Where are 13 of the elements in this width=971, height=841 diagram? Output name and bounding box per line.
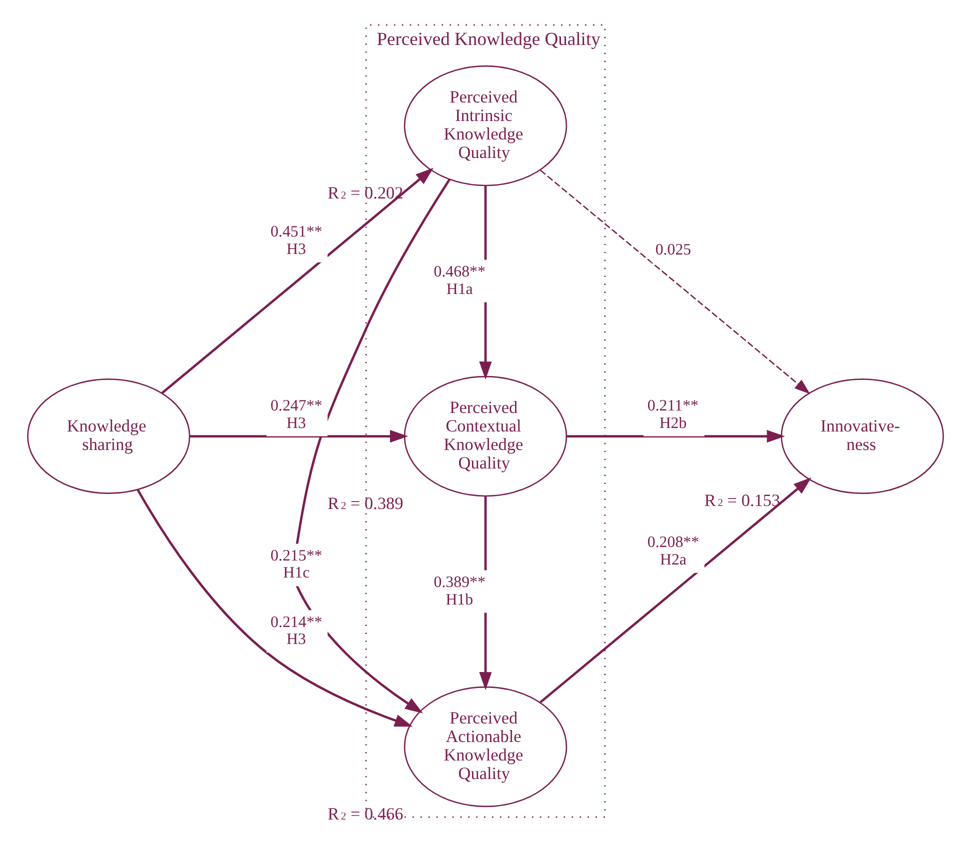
edge-label: 0.025 xyxy=(655,241,692,258)
edge-label: 0.214** H3 xyxy=(270,613,322,648)
node-label: R2 = 0.389 xyxy=(328,493,404,512)
edge-label: 0.215** H1c xyxy=(270,546,322,582)
node-label: R2 = 0.202 xyxy=(328,182,404,202)
edge-label: 0.389** H1b xyxy=(434,573,486,608)
edge-label: 0.451** H3 xyxy=(270,223,322,258)
edge-label: 0.247** H3 xyxy=(270,397,322,432)
edge-label: 0.208** H2a xyxy=(647,534,700,568)
node-label: R2 = 0.466 xyxy=(328,804,404,823)
node-label: R2 = 0.153 xyxy=(704,490,780,510)
edge-label: 0.211** H2b xyxy=(647,397,698,432)
edge-label: 0.468** H1a xyxy=(434,263,486,298)
